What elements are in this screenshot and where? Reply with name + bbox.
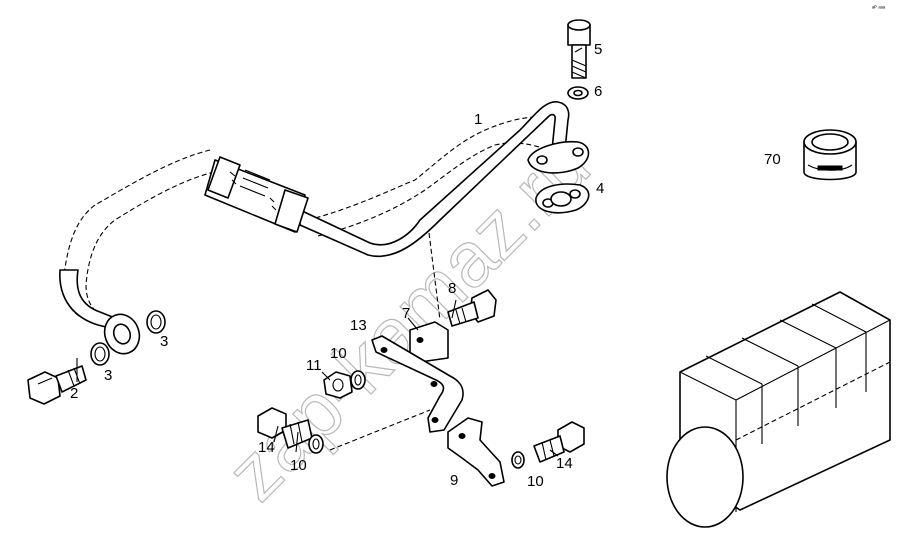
nut-11 — [323, 371, 353, 399]
washer-6 — [567, 86, 589, 100]
engine-outline — [666, 291, 891, 528]
bracket-13 — [371, 335, 464, 433]
callout-11: 11 — [306, 357, 322, 374]
banjo-bolt — [27, 365, 87, 405]
bolt-14-right — [533, 421, 585, 463]
leader-lines — [76, 47, 583, 457]
callout-10-right: 10 — [527, 473, 544, 490]
callout-14-right: 14 — [556, 455, 573, 472]
callout-9: 9 — [450, 472, 458, 489]
cap-screw — [567, 19, 591, 79]
callout-1: 1 — [474, 111, 482, 128]
flange-gasket — [527, 140, 590, 214]
callout-2: 2 — [70, 385, 78, 402]
callout-8: 8 — [448, 280, 456, 297]
corner-mark: ᵃᴾ ᵃᵃᵃ — [872, 5, 886, 12]
callout-7: 7 — [402, 305, 410, 322]
callout-70: 70 — [764, 151, 781, 168]
callout-labels: 1 2 3 3 4 5 6 7 8 9 10 10 10 11 13 14 14… — [70, 41, 781, 490]
callout-10-left: 10 — [290, 457, 307, 474]
seal-ring-70 — [803, 129, 857, 181]
callout-14-left: 14 — [258, 439, 275, 456]
sealing-washer-left — [90, 342, 110, 366]
bracket-9 — [447, 417, 505, 487]
callout-3-left: 3 — [104, 367, 112, 384]
callout-13: 13 — [350, 317, 367, 334]
spring-washer-right — [511, 451, 525, 469]
spring-washer-upper — [350, 370, 366, 390]
bolt-8 — [447, 289, 497, 327]
sealing-washer-right — [146, 310, 166, 334]
spring-washer-left — [308, 434, 324, 454]
callout-4: 4 — [596, 180, 604, 197]
callout-3-right: 3 — [160, 333, 168, 350]
callout-6: 6 — [594, 83, 602, 100]
callout-10-upper: 10 — [330, 345, 347, 362]
oil-pipe — [59, 101, 570, 355]
callout-5: 5 — [594, 41, 602, 58]
